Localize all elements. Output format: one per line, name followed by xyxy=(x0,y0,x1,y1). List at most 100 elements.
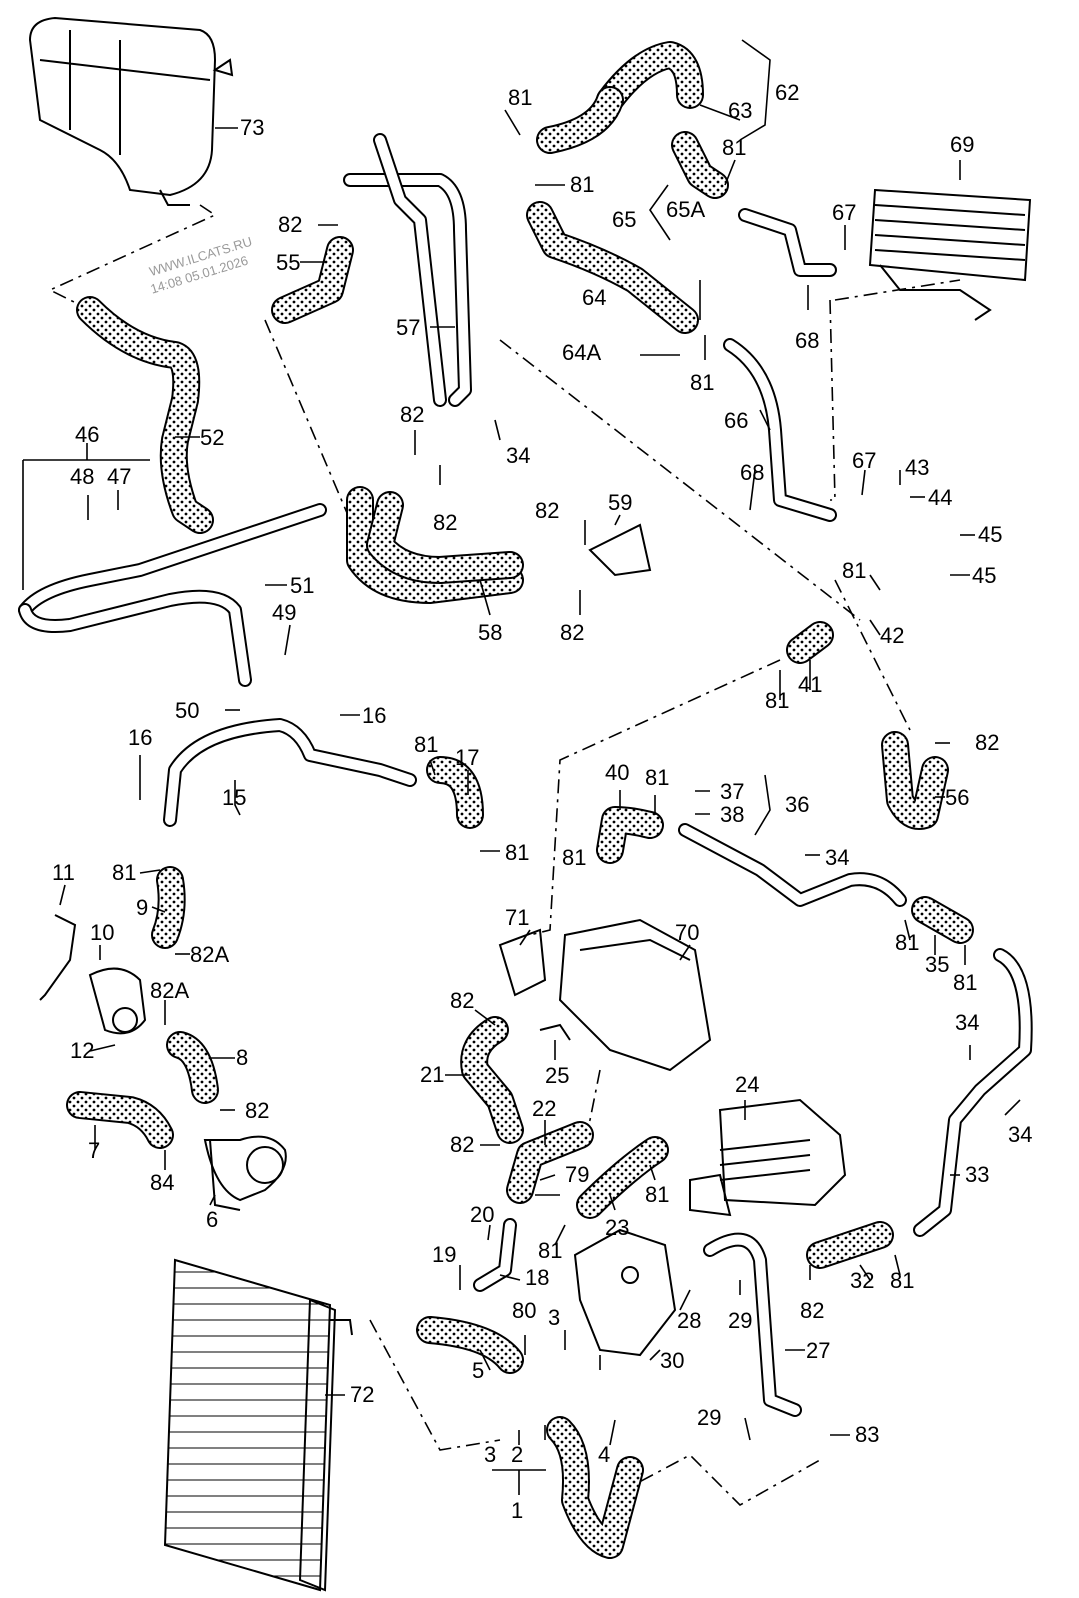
callout-67: 67 xyxy=(852,448,876,473)
callout-81: 81 xyxy=(890,1268,914,1293)
pipe-33 xyxy=(913,948,1033,1237)
callout-82: 82 xyxy=(400,402,424,427)
watermark: WWW.ILCATS.RU 14:08 05.01.2026 xyxy=(147,234,253,297)
callout-45: 45 xyxy=(972,563,996,588)
callout-16: 16 xyxy=(128,725,152,750)
callout-51: 51 xyxy=(290,573,314,598)
callout-4: 4 xyxy=(598,1442,610,1467)
callout-55: 55 xyxy=(276,250,300,275)
callout-5: 5 xyxy=(472,1358,484,1383)
pipe-27 xyxy=(703,1232,802,1417)
callout-81: 81 xyxy=(645,765,669,790)
callout-83: 83 xyxy=(855,1422,879,1447)
callout-24: 24 xyxy=(735,1072,759,1097)
callout-82: 82 xyxy=(245,1098,269,1123)
callout-67: 67 xyxy=(832,200,856,225)
callout-7: 7 xyxy=(88,1138,100,1163)
callout-58: 58 xyxy=(478,620,502,645)
callout-52: 52 xyxy=(200,425,224,450)
callout-36: 36 xyxy=(785,792,809,817)
callout-81: 81 xyxy=(722,135,746,160)
callout-65A: 65A xyxy=(666,197,705,222)
hose-40 xyxy=(596,806,664,864)
callout-29: 29 xyxy=(697,1405,721,1430)
pipe-15 xyxy=(163,718,417,827)
callout-40: 40 xyxy=(605,760,629,785)
callout-73: 73 xyxy=(240,115,264,140)
connector-line xyxy=(369,1319,501,1451)
pipe-57 xyxy=(343,133,472,407)
callout-81: 81 xyxy=(765,688,789,713)
callout-28: 28 xyxy=(677,1308,701,1333)
connector-line xyxy=(499,339,861,621)
callout-64A: 64A xyxy=(562,340,601,365)
hose-23 xyxy=(576,1136,669,1219)
callout-27: 27 xyxy=(806,1338,830,1363)
hose-8 xyxy=(166,1031,219,1104)
callout-84: 84 xyxy=(150,1170,174,1195)
callout-81: 81 xyxy=(414,732,438,757)
callout-17: 17 xyxy=(455,745,479,770)
connector-line xyxy=(614,1454,821,1506)
callout-68: 68 xyxy=(795,328,819,353)
callout-72: 72 xyxy=(350,1382,374,1407)
callout-62: 62 xyxy=(775,80,799,105)
hose-64 xyxy=(526,201,699,334)
oil-cooler-icon xyxy=(689,1098,847,1217)
callout-81: 81 xyxy=(895,930,919,955)
callout-3: 3 xyxy=(484,1442,496,1467)
callout-11: 11 xyxy=(52,860,75,885)
callout-64: 64 xyxy=(582,285,606,310)
callout-6: 6 xyxy=(206,1207,218,1232)
pipe-65 xyxy=(738,208,837,277)
callout-49: 49 xyxy=(272,600,296,625)
callout-80: 80 xyxy=(512,1298,536,1323)
callout-9: 9 xyxy=(136,895,148,920)
hose-62 xyxy=(536,41,729,199)
hose-17 xyxy=(426,756,484,829)
hose-56 xyxy=(881,731,949,830)
connector-line xyxy=(264,319,351,521)
callout-33: 33 xyxy=(965,1162,989,1187)
callout-38: 38 xyxy=(720,802,744,827)
callout-45: 45 xyxy=(978,522,1002,547)
callout-30: 30 xyxy=(660,1348,684,1373)
auxiliary-pump-icon xyxy=(39,914,147,1035)
pipe-46 xyxy=(18,503,327,687)
callout-16: 16 xyxy=(362,703,386,728)
water-pump-icon xyxy=(203,1135,287,1211)
callout-59: 59 xyxy=(608,490,632,515)
callout-82: 82 xyxy=(450,988,474,1013)
callout-82: 82 xyxy=(278,212,302,237)
coolant-pipe-manifold-59 xyxy=(588,523,652,577)
hose-21 xyxy=(460,1016,524,1144)
callout-34: 34 xyxy=(506,443,530,468)
callout-81: 81 xyxy=(690,370,714,395)
callout-81: 81 xyxy=(538,1238,562,1263)
callout-81: 81 xyxy=(508,85,532,110)
callout-81: 81 xyxy=(570,172,594,197)
callout-21: 21 xyxy=(420,1062,444,1087)
callout-44: 44 xyxy=(928,485,952,510)
pipe-66 xyxy=(723,338,837,522)
callout-43: 43 xyxy=(905,455,929,480)
callout-79: 79 xyxy=(565,1162,589,1187)
hose-9 xyxy=(151,866,186,949)
callout-69: 69 xyxy=(950,132,974,157)
connector-line xyxy=(829,299,836,501)
callout-46: 46 xyxy=(75,422,99,447)
callout-18: 18 xyxy=(525,1265,549,1290)
callout-34: 34 xyxy=(1008,1122,1032,1147)
callout-81: 81 xyxy=(562,845,586,870)
hose-22 xyxy=(506,1121,594,1204)
connector-line xyxy=(529,659,781,936)
callout-25: 25 xyxy=(545,1063,569,1088)
callout-82: 82 xyxy=(800,1298,824,1323)
callout-82: 82 xyxy=(450,1132,474,1157)
connector-line xyxy=(834,279,961,301)
callout-50: 50 xyxy=(175,698,199,723)
pipe-36 xyxy=(678,823,907,907)
callout-8: 8 xyxy=(236,1045,248,1070)
callout-57: 57 xyxy=(396,315,420,340)
coolant-reservoir-icon xyxy=(28,16,234,206)
